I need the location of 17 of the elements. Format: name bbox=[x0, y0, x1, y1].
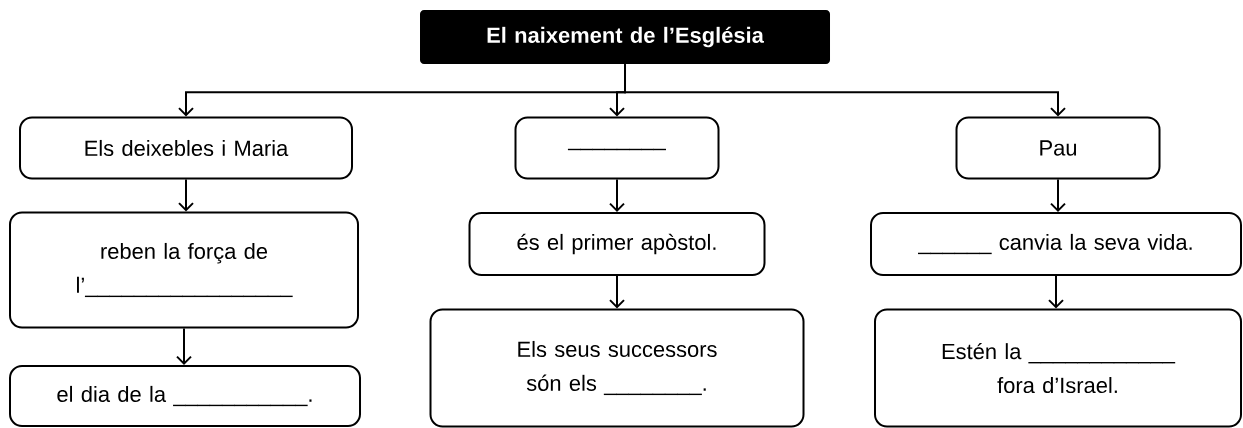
title-box: El naixement de l’Església bbox=[420, 10, 830, 64]
text-box: és el primer apòstol. bbox=[468, 212, 766, 276]
arrow bbox=[178, 178, 194, 212]
arrow bbox=[176, 327, 192, 365]
arrow bbox=[1050, 178, 1066, 212]
arrow bbox=[624, 63, 1066, 117]
arrow bbox=[609, 275, 625, 309]
text-box: ______ canvia la seva vida. bbox=[870, 212, 1242, 276]
text-box: reben la força de l’_________________ bbox=[9, 211, 359, 329]
text-box: Els deixebles i Maria bbox=[19, 116, 353, 180]
text-box: Pau bbox=[955, 116, 1161, 180]
text-box: Els seus successors són els ________. bbox=[429, 308, 805, 428]
text-box: Estén la ____________ fora d’Israel. bbox=[874, 308, 1242, 428]
text-box: ________ bbox=[514, 116, 720, 180]
text-box: el dia de la ___________. bbox=[9, 365, 361, 427]
arrow bbox=[1048, 275, 1064, 309]
arrow bbox=[609, 178, 625, 212]
